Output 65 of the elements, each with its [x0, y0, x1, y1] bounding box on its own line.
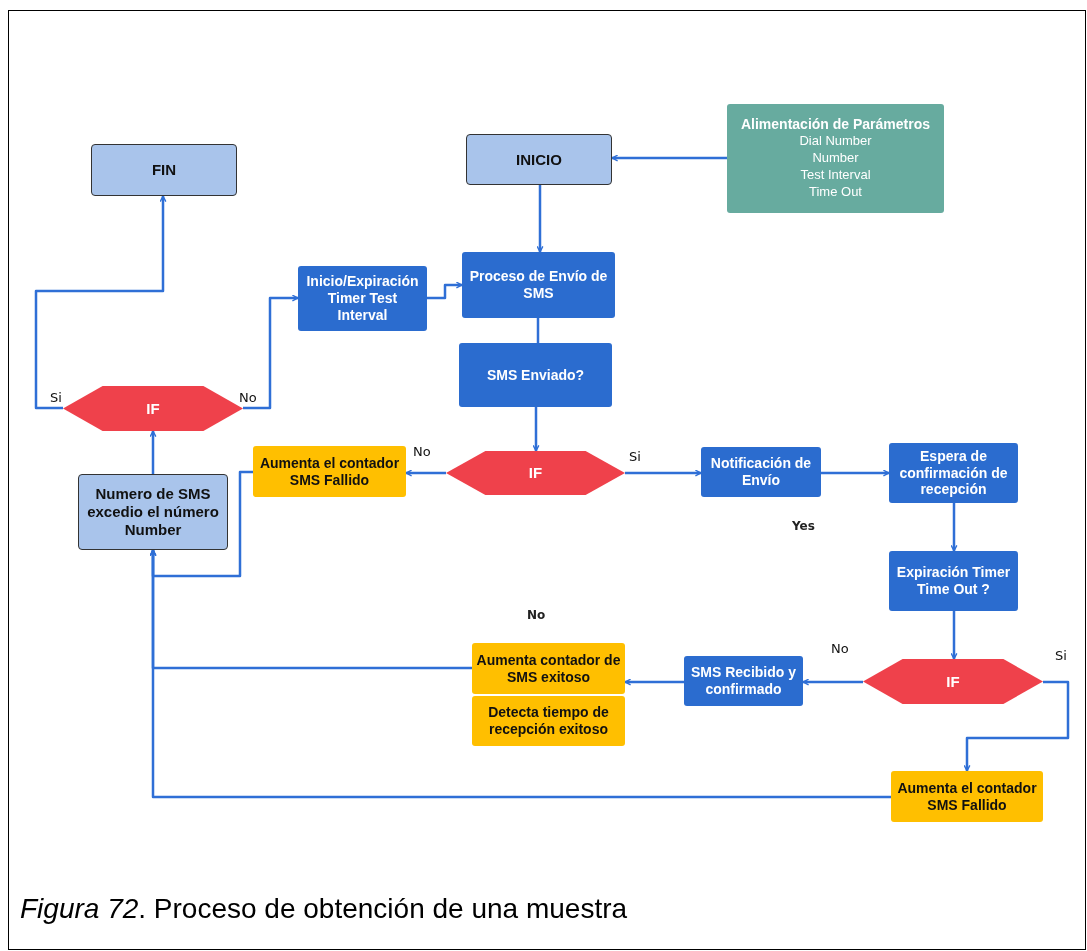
decision-hexagon	[863, 659, 1043, 704]
terminal-box	[466, 134, 612, 185]
node-text: Detecta tiempo de recepción exitoso	[487, 704, 610, 738]
parameter-box	[727, 104, 944, 213]
node-text: Aumenta el contador SMS Fallido	[258, 454, 401, 489]
node-text: IF	[528, 464, 543, 482]
terminal-box	[91, 144, 237, 196]
parameter-item: Time Out	[809, 183, 862, 201]
arrow	[536, 185, 544, 253]
arrow	[405, 469, 446, 477]
process-box	[298, 266, 427, 331]
counter-box	[472, 643, 625, 694]
process-box	[889, 443, 1018, 503]
arrow	[34, 195, 167, 410]
arrow	[950, 611, 958, 660]
edge-label: No	[238, 390, 258, 405]
arrow	[611, 154, 727, 162]
node-text: Expiración Timer Time Out ?	[895, 564, 1012, 598]
arrow	[532, 407, 540, 452]
node-text: Espera de confirmación de recepción	[898, 447, 1009, 499]
process-box	[462, 252, 615, 318]
node-text: Notificación de Envío	[709, 455, 813, 489]
arrow	[950, 503, 958, 552]
arrow	[427, 281, 463, 300]
node-text: INICIO	[516, 150, 562, 169]
counter-box	[472, 696, 625, 746]
arrow	[963, 680, 1070, 772]
counter-box	[891, 771, 1043, 822]
edge-label: Si	[628, 449, 642, 464]
parameter-item: Number	[812, 150, 859, 167]
node-text: Alimentación de Parámetros	[740, 116, 931, 134]
connector-line	[536, 318, 540, 343]
edge-label: Si	[49, 390, 63, 405]
process-box	[889, 551, 1018, 611]
process-box	[701, 447, 821, 497]
node-text: IF	[946, 672, 960, 691]
node-text: Aumenta contador de SMS exitoso	[475, 651, 622, 686]
arrow	[821, 469, 890, 477]
node-text: Numero de SMS excedio el número Number	[86, 485, 220, 539]
process-box	[684, 656, 803, 706]
counter-box	[253, 446, 406, 497]
node-text: SMS Recibido y confirmado	[690, 664, 797, 698]
edge-label: No	[830, 641, 850, 656]
process-box	[459, 343, 612, 407]
parameter-item: Test Interval	[800, 166, 871, 184]
arrow	[802, 678, 863, 686]
node-text: IF	[146, 399, 160, 418]
node-text: Proceso de Envío de SMS	[468, 268, 609, 302]
branch-note: Yes	[792, 519, 815, 533]
node-text: FIN	[151, 161, 177, 179]
branch-note: No	[527, 608, 546, 622]
edge-label: No	[412, 444, 432, 459]
node-text: Inicio/Expiración Timer Test Interval	[305, 273, 420, 324]
edge-label: Si	[1054, 648, 1068, 663]
figure-caption: Figura 72. Proceso de obtención de una muestra	[20, 893, 628, 925]
arrow	[149, 470, 253, 578]
arrow	[624, 678, 684, 686]
arrow	[149, 430, 157, 474]
arrow	[243, 294, 299, 410]
decision-hexagon	[446, 451, 625, 495]
terminal-box	[78, 474, 228, 550]
parameter-item: Dial Number	[799, 133, 872, 150]
node-text: SMS Enviado?	[486, 366, 585, 384]
arrow	[625, 469, 702, 477]
node-text: Aumenta el contador SMS Fallido	[896, 779, 1038, 814]
